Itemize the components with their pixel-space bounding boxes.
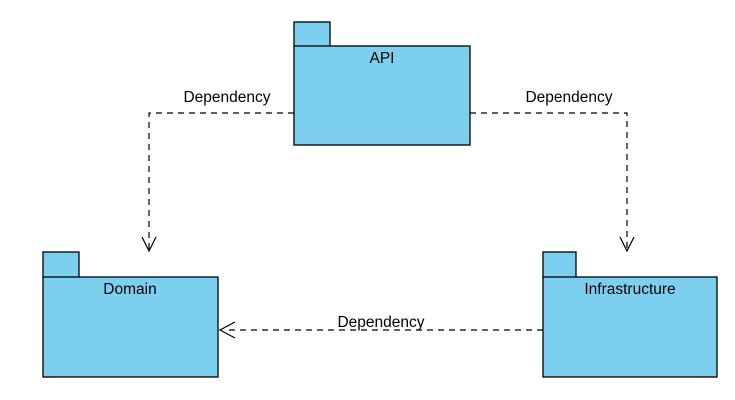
package-tab (542, 251, 577, 279)
package-api-label: API (370, 50, 395, 67)
package-domain[interactable]: Domain (42, 251, 219, 378)
dependency-infrastructure-to-domain[interactable]: Dependency (218, 314, 543, 339)
dependency-label: Dependency (183, 89, 270, 106)
dependency-label: Dependency (525, 89, 612, 106)
open-arrowhead-left-icon (218, 321, 236, 339)
package-infrastructure[interactable]: Infrastructure (542, 251, 718, 378)
dependency-api-to-domain[interactable]: Dependency (141, 89, 294, 253)
package-body (293, 45, 471, 146)
package-body (42, 276, 219, 378)
package-api[interactable]: API (293, 21, 471, 146)
dependency-connector-line (470, 112, 628, 249)
open-arrowhead-down-icon (141, 236, 157, 253)
package-infrastructure-label: Infrastructure (584, 281, 675, 298)
dependency-connector-line (148, 112, 294, 249)
dependency-label: Dependency (337, 314, 424, 331)
open-arrowhead-down-icon (619, 236, 635, 253)
dependency-api-to-infrastructure[interactable]: Dependency (470, 89, 635, 253)
package-domain-label: Domain (103, 281, 156, 298)
package-body (542, 276, 718, 378)
package-tab (293, 21, 331, 48)
package-tab (42, 251, 80, 279)
